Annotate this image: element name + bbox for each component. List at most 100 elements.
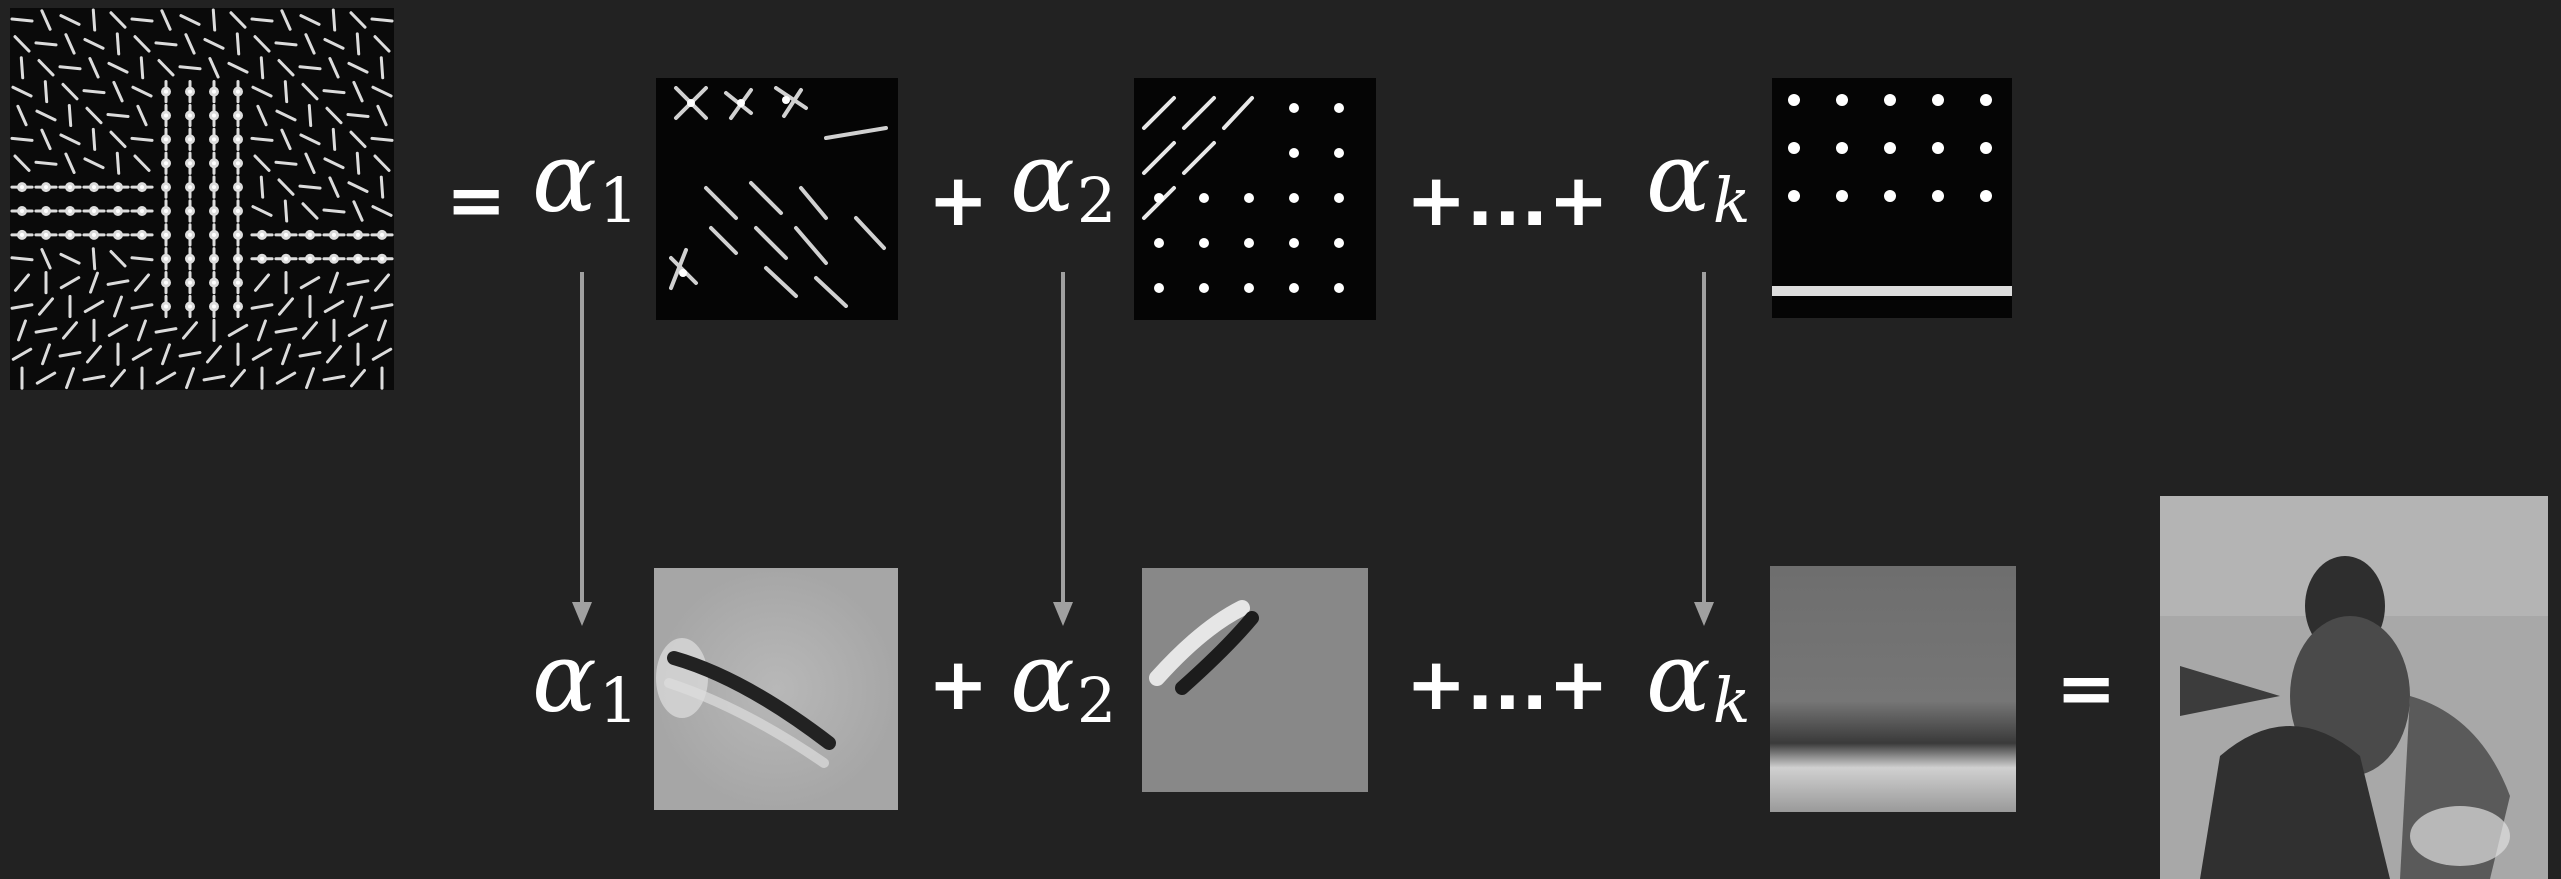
hog-glyph xyxy=(133,35,151,53)
hog-glyph-center xyxy=(185,158,195,169)
basis-dot xyxy=(1788,190,1800,202)
hog-glyph xyxy=(203,37,225,50)
top-basis-k-image xyxy=(1772,78,2012,318)
hog-glyph xyxy=(10,17,34,23)
basis-dot xyxy=(1980,190,1992,202)
basis-dot xyxy=(1980,142,1992,154)
hog-glyph-center xyxy=(161,277,171,288)
basis-dot xyxy=(1289,193,1299,203)
hog-glyph xyxy=(274,160,298,166)
hog-glyph xyxy=(40,9,52,31)
hog-glyph xyxy=(331,8,337,32)
hog-glyph xyxy=(206,345,222,364)
hog-glyph xyxy=(298,184,322,190)
alpha-subscript: k xyxy=(1712,164,1751,238)
hog-glyph xyxy=(322,374,346,382)
hog-glyph-center xyxy=(233,253,243,264)
hog-glyph xyxy=(259,175,265,199)
hog-glyph xyxy=(349,11,367,29)
hog-glyph xyxy=(329,271,339,294)
hog-glyph xyxy=(59,252,81,265)
bottom-basis-k-image xyxy=(1770,566,2016,812)
hog-glyph xyxy=(323,157,345,170)
hog-glyph xyxy=(298,351,322,358)
basis-dot xyxy=(1788,94,1800,106)
hog-glyph xyxy=(17,319,27,342)
hog-glyph xyxy=(299,276,321,290)
alpha-subscript: 1 xyxy=(598,164,639,238)
hog-glyph xyxy=(106,112,130,119)
hog-glyph xyxy=(64,152,76,174)
alpha-subscript: k xyxy=(1712,664,1751,738)
hog-glyph-center xyxy=(65,182,75,193)
hog-glyph xyxy=(91,8,97,32)
hog-glyph xyxy=(106,279,130,286)
hog-glyph-center xyxy=(233,110,243,121)
hog-glyph-center xyxy=(89,206,99,216)
basis-dot xyxy=(1836,142,1848,154)
hog-glyph xyxy=(346,279,370,286)
hog-glyph xyxy=(64,33,76,55)
hog-glyph xyxy=(34,327,58,334)
hog-glyph xyxy=(371,205,393,217)
hog-glyph-center xyxy=(377,229,387,240)
hog-glyph xyxy=(11,85,33,98)
hog-glyph xyxy=(35,109,57,122)
hog-glyph xyxy=(370,303,394,310)
hog-glyph xyxy=(109,11,127,29)
hog-glyph-center xyxy=(161,253,171,264)
hog-glyph-center xyxy=(209,86,219,97)
hog-glyph-center xyxy=(233,301,243,312)
hog-glyph xyxy=(131,85,153,98)
top-alpha-k: αk xyxy=(1646,130,1750,232)
hog-glyph-center xyxy=(305,253,315,264)
hog-glyph-center xyxy=(185,134,195,145)
basis-dot xyxy=(1154,238,1164,248)
hog-glyph-center xyxy=(209,158,219,169)
hog-glyph xyxy=(37,59,55,77)
hog-glyph xyxy=(58,65,82,71)
hog-glyph-center xyxy=(209,182,219,193)
hog-glyph xyxy=(253,154,271,172)
hog-glyph-center xyxy=(161,229,171,240)
hog-glyph xyxy=(305,367,315,390)
hog-glyph xyxy=(373,154,391,172)
hog-glyph xyxy=(256,104,268,127)
hog-glyph xyxy=(62,321,78,340)
hog-glyph-center xyxy=(209,229,219,240)
hog-glyph xyxy=(299,133,321,146)
hog-glyph xyxy=(65,367,75,390)
hog-glyph xyxy=(61,82,79,101)
hog-glyph xyxy=(301,82,319,101)
hog-glyph-center xyxy=(233,229,243,240)
basis-dot xyxy=(1836,190,1848,202)
basis-dot xyxy=(1244,283,1254,293)
hog-glyph xyxy=(275,109,297,122)
hog-glyph xyxy=(155,371,177,385)
hog-glyph-center xyxy=(113,206,123,216)
hog-glyph-center xyxy=(185,86,195,97)
hog-glyph xyxy=(374,273,390,292)
hog-glyph xyxy=(250,136,274,142)
hog-glyph xyxy=(34,41,58,47)
alpha-symbol: α xyxy=(1646,622,1711,734)
hog-glyph-center xyxy=(161,182,171,193)
hog-glyph-center xyxy=(209,253,219,264)
hog-glyph xyxy=(227,61,249,74)
hog-glyph xyxy=(257,319,267,342)
hog-glyph xyxy=(107,323,129,337)
hog-glyph-center xyxy=(209,134,219,145)
hog-glyph-center xyxy=(185,110,195,121)
basis-dot xyxy=(1836,94,1848,106)
hog-glyph xyxy=(211,8,217,32)
hog-glyph-center xyxy=(89,182,99,193)
hog-glyph xyxy=(326,345,342,364)
hog-glyph-center xyxy=(161,301,171,312)
basis-dot xyxy=(1932,142,1944,154)
hog-glyph-center xyxy=(353,253,363,264)
hog-glyph xyxy=(91,247,97,271)
hog-glyph-center xyxy=(233,158,243,169)
hog-glyph-center xyxy=(209,110,219,121)
hog-glyph-center xyxy=(65,206,75,216)
